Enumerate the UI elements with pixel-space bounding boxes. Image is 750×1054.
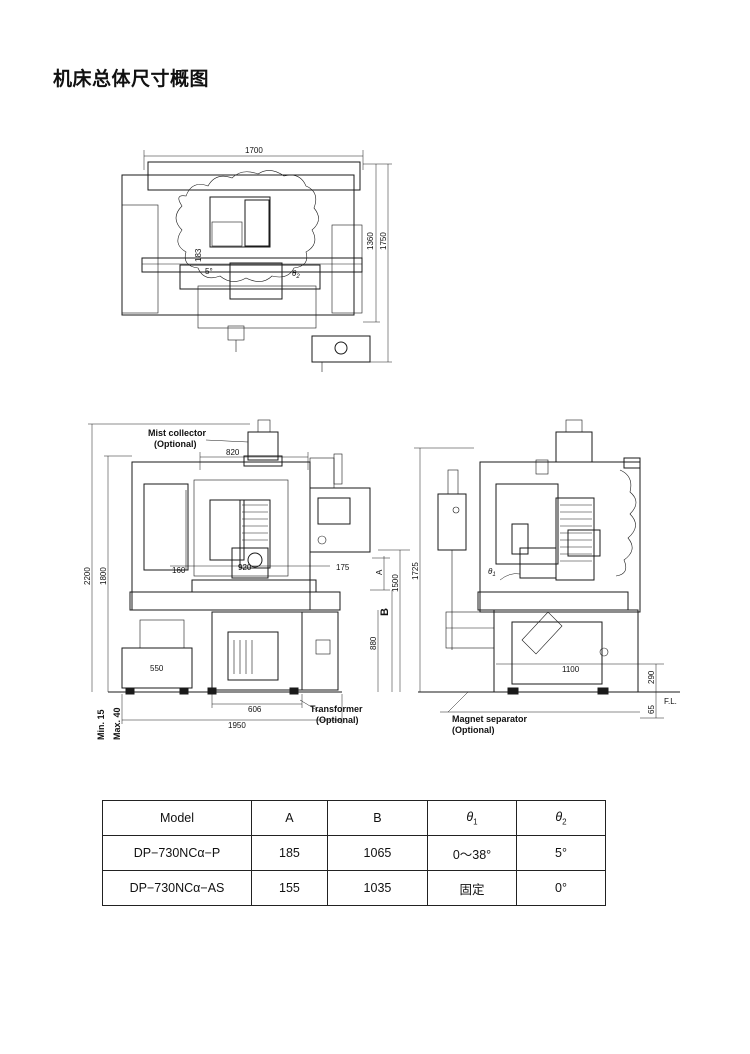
dim-2200: 2200 xyxy=(83,567,92,585)
dim-920: 920 xyxy=(238,563,252,572)
dim-1750: 1750 xyxy=(379,232,388,250)
table-row: DP−730NCα−AS 155 1035 固定 0° xyxy=(102,870,606,906)
table-row: DP−730NCα−P 185 1065 0～38° 5° xyxy=(102,835,606,871)
header-theta2: θ2 xyxy=(516,800,606,836)
cell-a: 185 xyxy=(251,835,328,871)
cell-b: 1035 xyxy=(326,870,429,906)
magnet-separator-optional: (Optional) xyxy=(452,725,495,735)
dim-1800: 1800 xyxy=(99,567,108,585)
dim-820: 820 xyxy=(226,448,240,457)
angle-5: 5° xyxy=(205,267,213,276)
header-a: A xyxy=(251,800,328,836)
dim-880: 880 xyxy=(369,636,378,650)
dim-1100: 1100 xyxy=(562,665,580,674)
dim-1725: 1725 xyxy=(411,562,420,580)
mist-collector-optional: (Optional) xyxy=(154,439,197,449)
dim-1700: 1700 xyxy=(245,146,263,155)
cell-theta2: 0° xyxy=(516,870,606,906)
mist-collector-label: Mist collector xyxy=(148,428,207,438)
dim-1500: 1500 xyxy=(391,574,400,592)
min-15-label: Min. 15 xyxy=(96,709,106,740)
cell-a: 155 xyxy=(251,870,328,906)
dim-B: B xyxy=(379,608,391,616)
transformer-label: Transformer xyxy=(310,704,363,714)
top-view: 1700 1360 1750 183 5° θ2 xyxy=(121,146,392,372)
transformer-optional: (Optional) xyxy=(316,715,359,725)
magnet-separator-label: Magnet separator xyxy=(452,714,528,724)
dim-1950: 1950 xyxy=(228,721,246,730)
max-40-label: Max. 40 xyxy=(112,707,122,740)
cell-model: DP−730NCα−AS xyxy=(102,870,252,906)
dim-606: 606 xyxy=(248,705,262,714)
dim-A: A xyxy=(375,569,384,575)
cell-model: DP−730NCα−P xyxy=(102,835,252,871)
cell-theta2: 5° xyxy=(516,835,606,871)
cell-theta1: 0～38° xyxy=(427,835,517,871)
dim-290: 290 xyxy=(647,670,656,684)
spec-table: Model A B θ1 θ2 DP−730NCα−P 185 1065 0～3… xyxy=(102,800,606,906)
angle-theta2: θ2 xyxy=(292,269,300,280)
dim-183: 183 xyxy=(194,248,203,262)
page-title: 机床总体尺寸概图 xyxy=(53,68,210,90)
floor-level-label: F.L. xyxy=(664,697,677,706)
dim-65: 65 xyxy=(647,705,656,714)
dim-175: 175 xyxy=(336,563,350,572)
dim-550: 550 xyxy=(150,664,164,673)
front-view: Mist collector (Optional) 820 160 920 17… xyxy=(83,419,410,740)
dim-1360: 1360 xyxy=(366,232,375,250)
drawing-sheet: 1700 1360 1750 183 5° θ2 xyxy=(83,146,680,740)
cell-b: 1065 xyxy=(326,835,429,871)
angle-theta1: θ1 xyxy=(488,567,496,578)
header-theta1: θ1 xyxy=(427,800,517,836)
table-header-row: Model A B θ1 θ2 xyxy=(102,800,606,836)
dim-160: 160 xyxy=(172,566,186,575)
header-model: Model xyxy=(102,800,252,836)
cell-theta1: 固定 xyxy=(427,870,517,906)
header-b: B xyxy=(326,800,429,836)
side-view: 1725 θ1 1100 290 65 F.L. Magnet separato… xyxy=(411,419,680,735)
